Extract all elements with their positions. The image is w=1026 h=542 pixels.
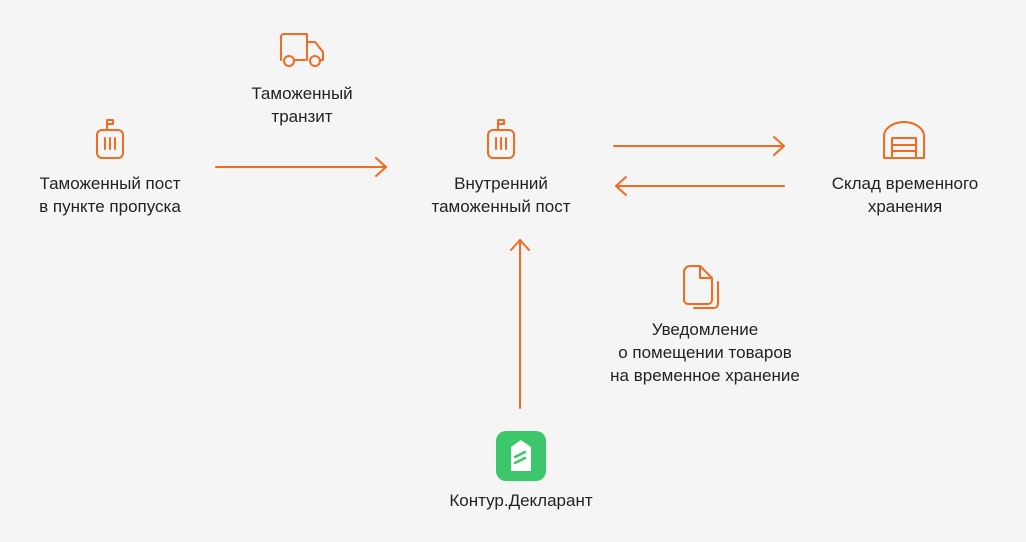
node-warehouse: Склад временного хранения (795, 172, 1015, 218)
node-inner-post-label: Внутренний таможенный пост (431, 174, 571, 216)
node-border-post: Таможенный пост в пункте пропуска (10, 172, 210, 218)
arrow-warehouse-to-inner (615, 176, 785, 196)
node-declarant-label: Контур.Декларант (449, 491, 593, 510)
edge-notification-label: Уведомление о помещении товаров на време… (610, 320, 800, 385)
documents-icon (680, 264, 722, 310)
arrow-border-to-inner (215, 157, 387, 177)
kontur-declarant-app-icon (496, 431, 546, 481)
edge-transit-label: Таможенный транзит (251, 84, 353, 126)
customs-post-icon (484, 118, 518, 160)
customs-post-icon (93, 118, 127, 160)
node-declarant: Контур.Декларант (400, 489, 642, 512)
arrow-inner-to-warehouse (613, 136, 785, 156)
warehouse-icon (882, 120, 926, 160)
node-border-post-label: Таможенный пост в пункте пропуска (39, 174, 181, 216)
arrow-declarant-to-inner (510, 239, 530, 409)
node-inner-post: Внутренний таможенный пост (400, 172, 602, 218)
truck-icon (279, 32, 327, 70)
node-warehouse-label: Склад временного хранения (831, 174, 979, 216)
